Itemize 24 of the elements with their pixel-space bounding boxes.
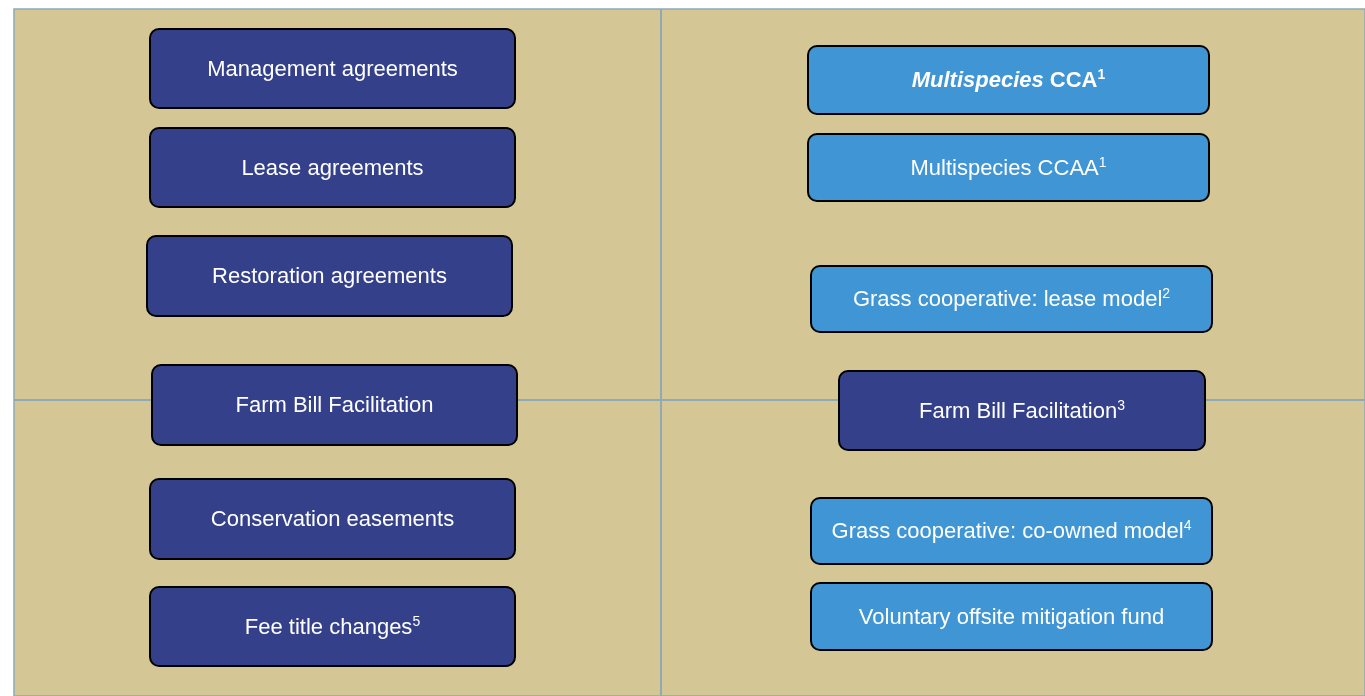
agreement-box: [810, 265, 1213, 333]
agreement-box: [149, 28, 516, 109]
agreement-box: [149, 478, 516, 560]
box-label: Lease agreements: [241, 154, 424, 181]
agreement-box: [838, 370, 1206, 451]
box-label: Grass cooperative: co-owned model$^{4}$: [831, 518, 1192, 544]
box-label: Fee title changes$^{5}$: [244, 613, 421, 640]
agreement-box: [146, 235, 513, 317]
agreement-box: [807, 45, 1210, 115]
agreement-box: [807, 133, 1210, 202]
agreement-box: [810, 497, 1213, 565]
agreement-box: [149, 127, 516, 208]
box-label: Multispecies CCAA$^{1}$: [910, 154, 1107, 181]
box-label: Grass cooperative: lease model$^{2}$: [852, 286, 1171, 312]
box-label: Restoration agreements: [212, 263, 447, 289]
agreement-box: [151, 364, 518, 446]
box-label: Farm Bill Facilitation$^{3}$: [919, 397, 1125, 424]
box-label: Multispecies CCA$^{1}$: [911, 67, 1106, 93]
box-label: Conservation easements: [210, 506, 455, 532]
agreement-box: [149, 586, 516, 667]
box-label: Farm Bill Facilitation: [235, 392, 434, 418]
agreement-box: [810, 582, 1213, 651]
box-label: Management agreements: [207, 55, 458, 82]
box-label: Voluntary offsite mitigation fund: [858, 603, 1165, 630]
